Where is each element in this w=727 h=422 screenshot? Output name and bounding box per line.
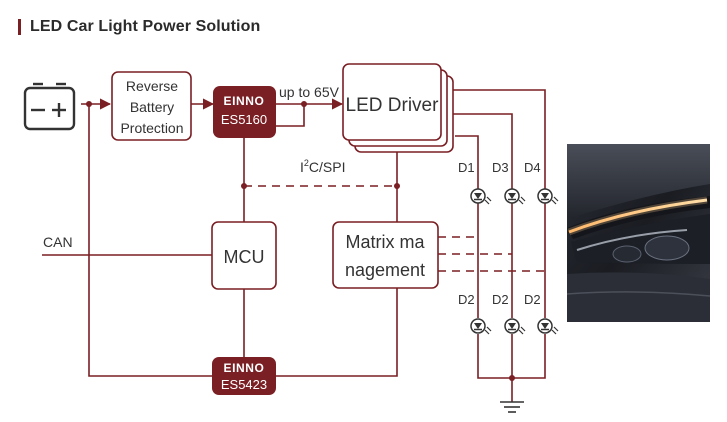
bus-label: I2C/SPI xyxy=(300,158,345,175)
title-accent-bar xyxy=(18,19,21,35)
led-labels: D1 D3 D4 D2 D2 D2 xyxy=(458,160,541,307)
matrix-label-line2: nagement xyxy=(345,260,425,280)
battery-icon xyxy=(23,82,76,131)
wire-left-rail xyxy=(88,104,212,377)
can-label: CAN xyxy=(43,234,73,250)
wire-es5423-to-matrix xyxy=(276,288,398,377)
es5423-part: ES5423 xyxy=(221,377,267,392)
wire-out-d1 xyxy=(455,135,479,190)
wire-out-d4 xyxy=(442,89,546,190)
protection-label-line1: Reverse xyxy=(126,78,178,94)
led-label-top-2: D3 xyxy=(492,160,509,175)
wire-out-d3 xyxy=(449,113,513,190)
ground-icon xyxy=(500,401,524,413)
protection-label-line3: Protection xyxy=(120,120,183,136)
wire-feedback-loop xyxy=(276,104,305,127)
led-diode-icon xyxy=(504,188,526,205)
mcu-label: MCU xyxy=(224,247,265,267)
page-title: LED Car Light Power Solution xyxy=(30,18,261,35)
reverse-battery-protection-block: Reverse Battery Protection xyxy=(111,71,192,141)
matrix-management-block: Matrix ma nagement xyxy=(332,221,439,289)
led-diode-icon xyxy=(470,318,492,335)
es5160-chip: EINNO ES5160 xyxy=(213,86,276,138)
led-label-bottom-1: D2 xyxy=(458,292,475,307)
led-diode-icon xyxy=(470,188,492,205)
led-driver-label: LED Driver xyxy=(346,95,440,116)
junction-dots xyxy=(86,101,515,381)
led-diode-icon xyxy=(537,318,559,335)
es5423-chip: EINNO ES5423 xyxy=(212,357,276,395)
es5160-part: ES5160 xyxy=(221,112,267,127)
wires xyxy=(42,89,546,402)
matrix-label-line1: Matrix ma xyxy=(345,232,425,252)
car-headlight-image xyxy=(567,144,710,322)
led-label-bottom-2: D2 xyxy=(492,292,509,307)
section-header: LED Car Light Power Solution xyxy=(18,14,260,40)
protection-label-line2: Battery xyxy=(130,99,174,115)
led-diode-icon xyxy=(504,318,526,335)
voltage-label: up to 65V xyxy=(279,84,340,100)
led-label-bottom-3: D2 xyxy=(524,292,541,307)
es5160-brand: EINNO xyxy=(223,94,264,108)
dashed-lines xyxy=(244,185,545,272)
mcu-block: MCU xyxy=(211,221,277,290)
led-driver-block: LED Driver xyxy=(342,63,454,153)
es5423-brand: EINNO xyxy=(223,361,264,375)
led-label-top-3: D4 xyxy=(524,160,541,175)
led-diode-icon xyxy=(537,188,559,205)
led-label-top-1: D1 xyxy=(458,160,475,175)
